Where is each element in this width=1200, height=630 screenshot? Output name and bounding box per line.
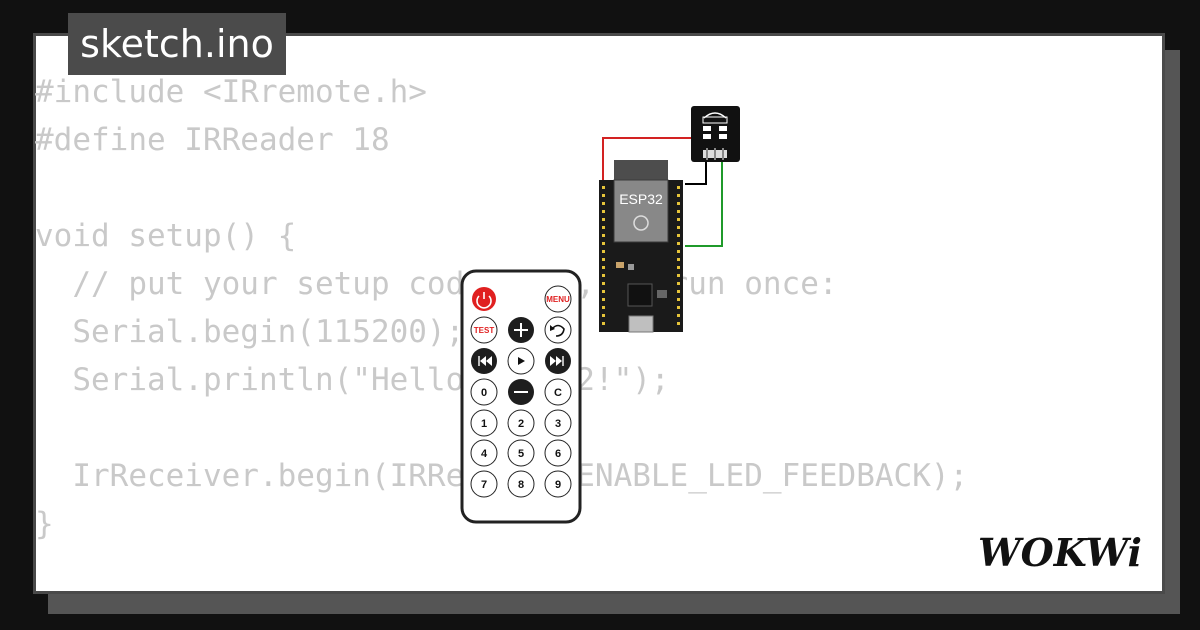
zero-button[interactable]: 0 — [470, 378, 498, 406]
usb-chip — [627, 283, 653, 307]
test-button[interactable]: TEST — [470, 316, 498, 344]
clear-button[interactable]: C — [544, 378, 572, 406]
power-button[interactable] — [472, 287, 496, 311]
wire-black[interactable] — [685, 152, 707, 185]
code-line: #include <IRremote.h> — [35, 74, 427, 110]
back-button[interactable] — [544, 316, 572, 344]
ir-remote[interactable]: MENU TEST — [460, 269, 582, 524]
svg-text:3: 3 — [555, 418, 561, 430]
play-button[interactable] — [507, 347, 535, 375]
svg-text:7: 7 — [481, 479, 487, 491]
wokwi-logo-text: WOKWi — [978, 530, 1142, 575]
svg-text:C: C — [554, 387, 562, 399]
svg-text:9: 9 — [555, 479, 561, 491]
digit-button-9[interactable]: 9 — [544, 470, 572, 498]
wokwi-logo: WOKWi — [978, 530, 1142, 575]
svg-text:0: 0 — [481, 387, 487, 399]
digit-button-8[interactable]: 8 — [507, 470, 535, 498]
svg-text:8: 8 — [518, 479, 524, 491]
back-icon — [550, 325, 555, 331]
digit-button-7[interactable]: 7 — [470, 470, 498, 498]
plus-button[interactable] — [508, 317, 534, 343]
digit-button-6[interactable]: 6 — [544, 439, 572, 467]
prev-button[interactable] — [471, 348, 497, 374]
code-line: } — [35, 506, 54, 542]
svg-text:6: 6 — [555, 448, 561, 460]
pin-header-right — [677, 186, 680, 325]
next-button[interactable] — [545, 348, 571, 374]
svg-text:2: 2 — [518, 418, 524, 430]
code-line: Serial.begin(115200); — [35, 314, 465, 350]
svg-text:1: 1 — [481, 418, 487, 430]
esp32-board[interactable]: ESP32 — [599, 160, 683, 333]
code-line: void setup() { — [35, 218, 297, 254]
svg-text:MENU: MENU — [546, 295, 570, 304]
digit-button-1[interactable]: 1 — [470, 409, 498, 437]
digit-button-2[interactable]: 2 — [507, 409, 535, 437]
ir-receiver[interactable] — [691, 106, 740, 162]
file-tab[interactable]: sketch.ino — [68, 13, 286, 75]
digit-button-4[interactable]: 4 — [470, 439, 498, 467]
digit-button-3[interactable]: 3 — [544, 409, 572, 437]
code-line: #define IRReader 18 — [35, 122, 390, 158]
espressif-icon — [633, 215, 649, 231]
esp32-label: ESP32 — [619, 191, 663, 207]
pin-header-left — [602, 186, 605, 325]
digit-button-5[interactable]: 5 — [507, 439, 535, 467]
svg-text:5: 5 — [518, 448, 524, 460]
menu-button[interactable]: MENU — [544, 285, 572, 313]
svg-text:TEST: TEST — [474, 326, 495, 335]
svg-text:4: 4 — [481, 448, 488, 460]
minus-button[interactable] — [508, 379, 534, 405]
usb-port — [628, 315, 654, 333]
wire-green[interactable] — [685, 152, 723, 247]
circuit-diagram: ESP32 MENU — [460, 106, 740, 524]
